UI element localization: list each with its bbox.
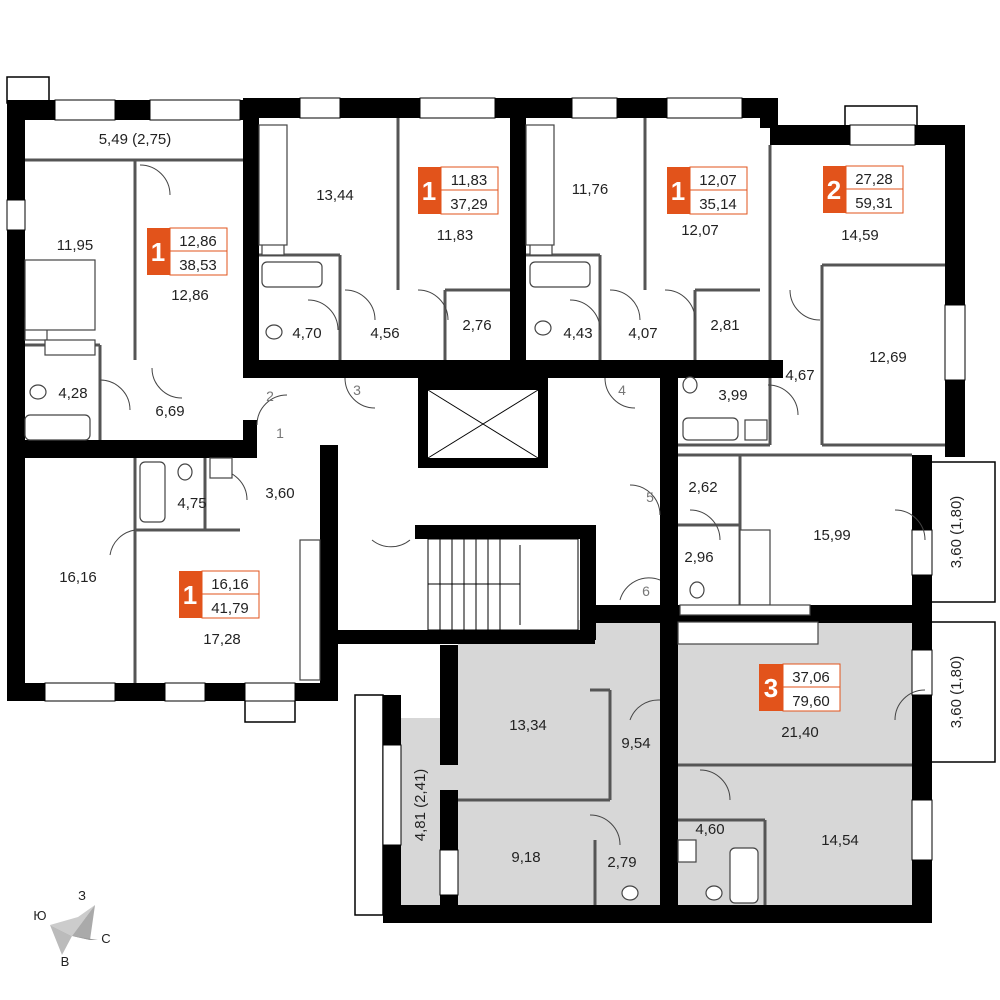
room-area: 16,16 xyxy=(59,569,97,586)
room-area: 2,81 xyxy=(710,317,739,334)
room-area: 12,07 xyxy=(681,222,719,239)
room-area: 4,07 xyxy=(628,325,657,342)
apartment-total-area: 35,14 xyxy=(699,196,737,213)
apartment-rooms: 3 xyxy=(764,673,778,703)
room-area: 2,79 xyxy=(607,854,636,871)
apartment-living-area: 11,83 xyxy=(451,172,487,189)
windows xyxy=(6,97,966,896)
door-numbers: 1 2 3 4 5 6 xyxy=(266,382,654,599)
apartment-badge: 2 27,28 59,31 xyxy=(823,165,904,214)
room-area-labels: 5,49 (2,75) 11,95 12,86 4,28 6,69 13,44 … xyxy=(57,131,965,871)
apartment-rooms: 1 xyxy=(671,176,685,206)
room-area: 4,56 xyxy=(370,325,399,342)
sanitary-fixtures xyxy=(24,234,768,904)
room-area: 3,60 (1,80) xyxy=(948,496,965,569)
door-number: 5 xyxy=(646,489,654,505)
room-area: 11,83 xyxy=(437,227,473,244)
room-area: 11,95 xyxy=(57,237,93,254)
apartment-total-area: 38,53 xyxy=(179,257,217,274)
compass-south-label: В xyxy=(61,954,70,969)
room-area: 4,43 xyxy=(563,325,592,342)
door-number: 1 xyxy=(276,425,284,441)
room-area: 14,59 xyxy=(841,227,879,244)
room-area: 5,49 (2,75) xyxy=(99,131,172,148)
room-area: 4,70 xyxy=(292,325,321,342)
apartment-rooms: 2 xyxy=(827,175,841,205)
room-area: 6,69 xyxy=(155,403,184,420)
room-area: 2,96 xyxy=(684,549,713,566)
apartment-living-area: 16,16 xyxy=(211,576,249,593)
elevator-shaft xyxy=(427,389,539,459)
room-area: 4,60 xyxy=(695,821,724,838)
room-area: 12,86 xyxy=(171,287,209,304)
room-area: 2,62 xyxy=(688,479,717,496)
door-swings xyxy=(99,164,926,846)
apartment-rooms: 1 xyxy=(422,176,436,206)
kitchen-counters xyxy=(24,124,819,681)
room-area: 21,40 xyxy=(781,724,819,741)
apartment-living-area: 12,07 xyxy=(699,172,737,189)
room-area: 15,99 xyxy=(813,527,851,544)
staircase xyxy=(427,538,579,631)
room-area: 3,99 xyxy=(718,387,747,404)
room-area: 17,28 xyxy=(203,631,241,648)
apartment-badge: 1 12,86 38,53 xyxy=(147,227,228,276)
room-area: 13,34 xyxy=(509,717,547,734)
apartment-badge: 1 16,16 41,79 xyxy=(179,570,260,619)
room-area: 12,69 xyxy=(869,349,907,366)
room-area: 4,75 xyxy=(177,495,206,512)
apartment-rooms: 1 xyxy=(183,580,197,610)
room-area: 4,67 xyxy=(785,367,814,384)
room-area: 11,76 xyxy=(572,181,608,198)
room-area: 3,60 (1,80) xyxy=(948,656,965,729)
apartment-total-area: 59,31 xyxy=(855,195,893,212)
door-number: 2 xyxy=(266,388,274,404)
compass-east-label: С xyxy=(101,931,110,946)
room-area: 13,44 xyxy=(316,187,354,204)
room-area: 2,76 xyxy=(462,317,491,334)
apartment-living-area: 12,86 xyxy=(179,233,217,250)
compass-west-label: Ю xyxy=(33,908,46,923)
apartment-rooms: 1 xyxy=(151,237,165,267)
apartment-badge: 1 12,07 35,14 xyxy=(667,166,748,215)
apartment-living-area: 37,06 xyxy=(792,669,830,686)
door-number: 6 xyxy=(642,583,650,599)
door-number: 3 xyxy=(353,382,361,398)
room-area: 4,81 (2,41) xyxy=(412,769,429,842)
apartment-living-area: 27,28 xyxy=(855,171,893,188)
room-area: 9,18 xyxy=(511,849,540,866)
door-number: 4 xyxy=(618,382,626,398)
room-area: 4,28 xyxy=(58,385,87,402)
compass-rose: З Ю С В xyxy=(33,888,110,969)
room-area: 3,60 xyxy=(265,485,294,502)
apartment-badge: 1 11,83 37,29 xyxy=(418,166,499,215)
apartment-total-area: 41,79 xyxy=(211,600,249,617)
compass-north-label: З xyxy=(78,888,86,903)
room-area: 9,54 xyxy=(621,735,650,752)
apartment-badge: 3 37,06 79,60 xyxy=(759,663,841,712)
apartment-total-area: 79,60 xyxy=(792,693,830,710)
room-area: 14,54 xyxy=(821,832,859,849)
apartment-total-area: 37,29 xyxy=(450,196,488,213)
partitions xyxy=(25,118,945,905)
